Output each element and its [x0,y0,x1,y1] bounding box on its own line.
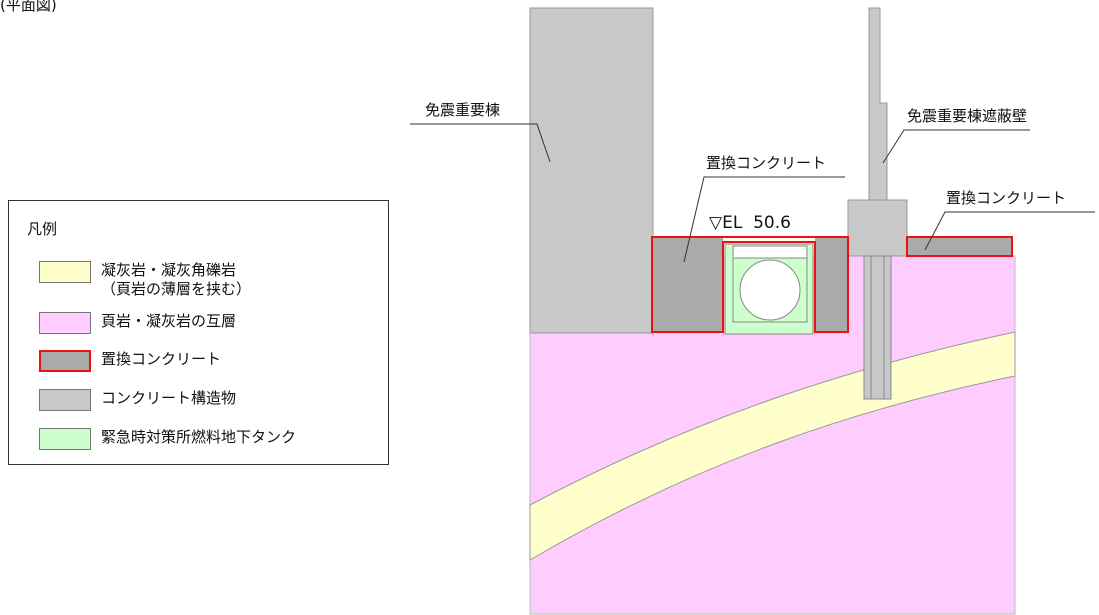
label-seismic-isolation-building: 免震重要棟 [425,101,500,119]
leader-line-replacement-right [924,211,1095,251]
legend-label-replacement-concrete-line1: 置換コンクリート [101,350,222,368]
label-replacement-concrete-center: 置換コンクリート [706,154,826,172]
legend-swatch-replacement-concrete [39,350,91,372]
label-replacement-concrete-right: 置換コンクリート [946,189,1066,207]
leader-line-shielding-wall [882,129,1030,164]
label-shielding-wall: 免震重要棟遮蔽壁 [907,107,1027,125]
replacement-concrete-center-right [815,237,848,332]
legend-box: 凡例 凝灰岩・凝灰角礫岩 （頁岩の薄層を挟む） 頁岩・凝灰岩の互層 置換コンクリ… [8,200,389,465]
legend-label-fuel-tank: 緊急時対策所燃料地下タンク [101,428,296,447]
shielding-wall [868,7,888,201]
leader-line-replacement-center [683,176,845,263]
replacement-concrete-right [906,236,1013,257]
legend-item-concrete-structure: コンクリート構造物 [39,389,236,411]
legend-item-fuel-tank: 緊急時対策所燃料地下タンク [39,428,296,450]
legend-label-tuff: 凝灰岩・凝灰角礫岩 （頁岩の薄層を挟む） [101,261,251,299]
view-caption: (平面図) [0,0,57,14]
legend-label-concrete-structure-line1: コンクリート構造物 [101,389,237,407]
label-elevation: ▽EL 50.6 [709,213,791,233]
replacement-concrete-center [652,237,723,332]
legend-item-shale: 頁岩・凝灰岩の互層 [39,312,236,334]
replacement-concrete-center-outline [651,236,849,333]
legend-item-tuff: 凝灰岩・凝灰角礫岩 （頁岩の薄層を挟む） [39,261,251,299]
legend-label-shale: 頁岩・凝灰岩の互層 [101,312,236,331]
leader-line-building [410,123,551,163]
fuel-tank-circle [739,259,801,321]
legend-label-replacement-concrete: 置換コンクリート [101,350,221,369]
tuff-band [529,331,1016,561]
legend-label-tuff-line1: 凝灰岩・凝灰角礫岩 [101,261,237,279]
legend-swatch-concrete-structure [39,389,91,411]
fuel-tank-lid [732,245,808,259]
legend-swatch-tuff [39,261,91,283]
legend-label-fuel-tank-line1: 緊急時対策所燃料地下タンク [101,428,297,446]
legend-title: 凡例 [27,220,58,238]
pile [863,255,892,400]
legend-label-concrete-structure: コンクリート構造物 [101,389,236,408]
legend-label-tuff-line2: （頁岩の薄層を挟む） [101,280,252,298]
legend-item-replacement-concrete: 置換コンクリート [39,350,221,372]
legend-swatch-fuel-tank [39,428,91,450]
legend-swatch-shale [39,312,91,334]
seismic-isolation-building [529,7,654,334]
shielding-wall-footing [847,199,908,257]
legend-label-shale-line1: 頁岩・凝灰岩の互層 [101,312,237,330]
